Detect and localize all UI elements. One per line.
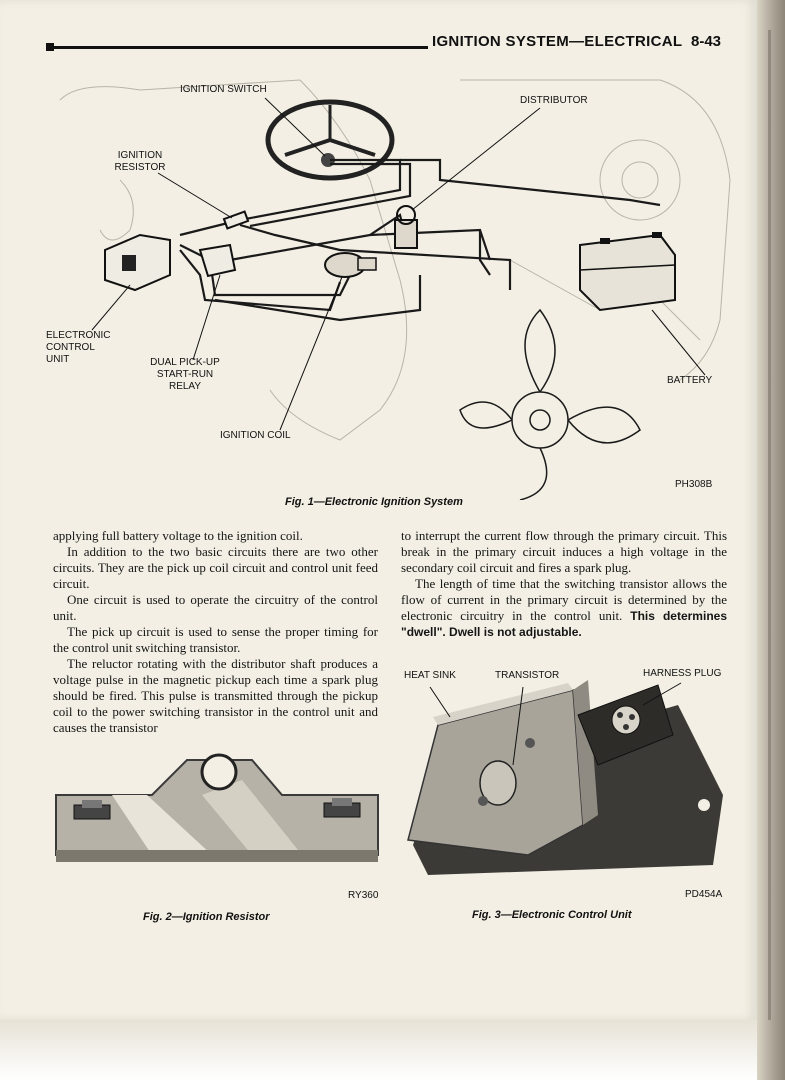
ignition-resistor-photo — [55, 753, 379, 862]
figure-3-caption: Fig. 3—Electronic Control Unit — [472, 909, 632, 921]
callout-dual-relay: DUAL PICK-UP START-RUN RELAY — [150, 357, 220, 392]
figure-1-ignition-diagram: IGNITION SWITCH DISTRIBUTOR IGNITION RES… — [40, 60, 740, 501]
callout-ignition-resistor: IGNITION RESISTOR — [114, 150, 166, 173]
resistor-shape — [222, 210, 250, 230]
right-text-column: to interrupt the current flow through th… — [401, 528, 727, 640]
callout-electronic-control-unit: ELECTRONIC CONTROL UNIT — [46, 330, 111, 365]
paragraph: to interrupt the current flow through th… — [401, 528, 727, 575]
figure-2-caption: Fig. 2—Ignition Resistor — [143, 911, 270, 923]
battery-shape — [579, 232, 676, 312]
callout-distributor: DISTRIBUTOR — [520, 95, 588, 106]
callout-harness-plug: HARNESS PLUG — [643, 668, 722, 679]
paragraph: The pick up circuit is used to sense the… — [53, 624, 378, 655]
figure-1-caption: Fig. 1—Electronic Ignition System — [285, 496, 463, 508]
page-edge-shadow — [757, 0, 785, 1080]
paragraph: applying full battery voltage to the ign… — [53, 528, 303, 543]
distributor-shape — [394, 205, 418, 249]
callout-transistor: TRANSISTOR — [495, 670, 560, 681]
callout-ignition-coil: IGNITION COIL — [220, 430, 291, 441]
ignition-system-illustration — [59, 79, 731, 501]
figure-3-code: PD454A — [685, 889, 723, 900]
figure-1-code: PH308B — [675, 479, 713, 490]
callout-leader-lines — [91, 97, 706, 431]
fig3-leader-lines — [429, 682, 682, 766]
page-bottom-margin — [0, 1020, 757, 1080]
callout-heat-sink: HEAT SINK — [404, 670, 456, 681]
paragraph-text: The length of time that the switching tr… — [401, 576, 727, 623]
coil-shape — [324, 252, 377, 278]
paragraph: In addition to the two basic circuits th… — [53, 544, 378, 591]
steering-wheel — [265, 99, 395, 181]
figure-3-control-unit: HEAT SINK TRANSISTOR HARNESS PLUG — [398, 665, 738, 905]
relay-shape — [198, 243, 237, 278]
control-unit-photo — [407, 680, 723, 875]
paragraph: The reluctor rotating with the distribut… — [53, 656, 378, 735]
left-text-column: applying full battery voltage to the ign… — [53, 528, 378, 736]
page-number: 8-43 — [691, 33, 722, 50]
callout-battery: BATTERY — [667, 375, 713, 386]
section-title: IGNITION SYSTEM—ELECTRICAL — [432, 33, 683, 50]
figure-2-ignition-resistor — [52, 750, 382, 865]
fan-outline — [459, 308, 641, 501]
figure-2-code: RY360 — [348, 890, 379, 901]
paragraph: One circuit is used to operate the circu… — [53, 592, 378, 623]
callout-ignition-switch: IGNITION SWITCH — [180, 84, 267, 95]
paragraph: The length of time that the switching tr… — [401, 576, 727, 640]
dwell-note: This determines "dwell". Dwell is not ad… — [401, 609, 727, 639]
control-unit-shape — [104, 233, 171, 292]
header-rule — [48, 46, 428, 49]
page-edge-line — [768, 30, 771, 1020]
